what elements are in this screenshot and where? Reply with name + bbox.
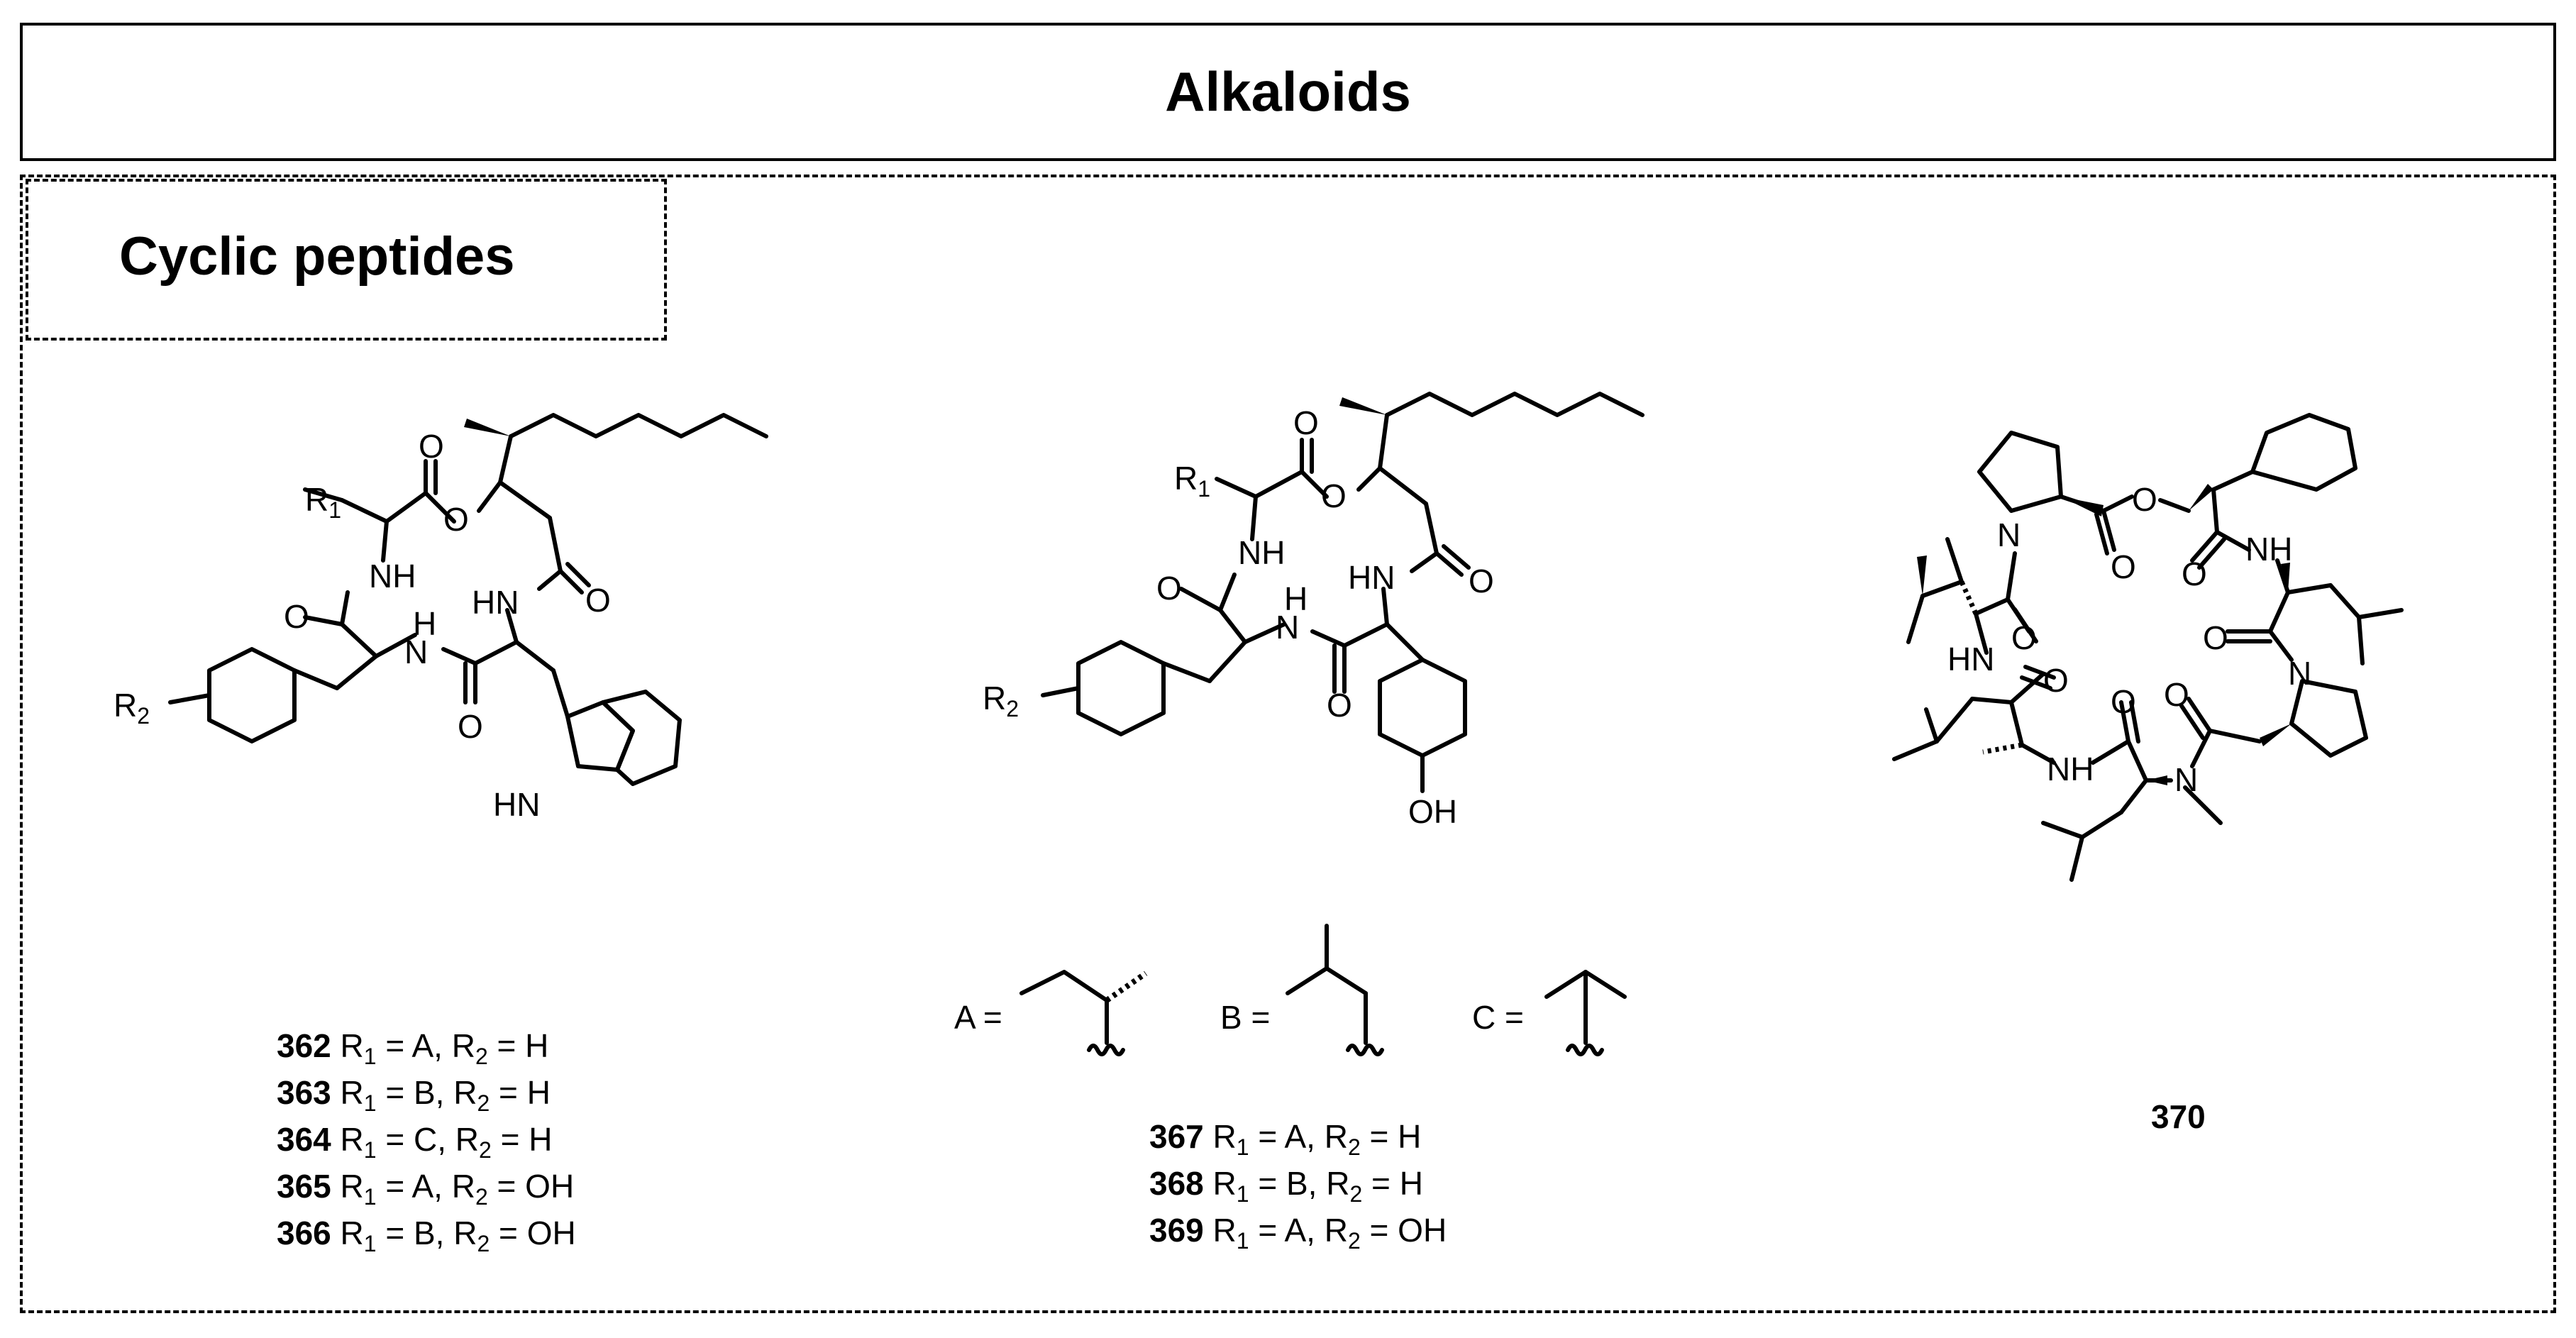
atom-r2-left: R2 (114, 687, 150, 729)
atom-nh-left-1: NH (369, 558, 416, 595)
compound-line-368: 368 R1 = B, R2 = H (1149, 1165, 1423, 1207)
page-title: Alkaloids (1165, 60, 1411, 123)
compound-list-left: 362 R1 = A, R2 = H 363 R1 = B, R2 = H 364 … (277, 1027, 576, 1256)
atom-r2-mid: R2 (983, 680, 1019, 721)
atom-h-mid: H (1284, 580, 1308, 617)
atom-o-ester-left: O (443, 501, 469, 538)
section-box: Cyclic peptides (26, 179, 667, 341)
atom-o-370-c: O (2164, 676, 2189, 713)
heptyl-chain (509, 413, 768, 438)
atom-r1-mid: R1 (1174, 460, 1210, 502)
atom-o-trp-left: O (458, 708, 483, 745)
compound-list-middle: 367 R1 = A, R2 = H 368 R1 = B, R2 = H 369 … (1149, 1118, 1447, 1254)
label-A: A = (954, 999, 1002, 1036)
atom-o-370-e: O (2043, 662, 2069, 699)
atom-n-methyl: N (2174, 761, 2198, 798)
substituent-A (1019, 970, 1148, 1056)
compound-line-365: 365 R1 = A, R2 = OH (277, 1168, 574, 1210)
atom-o-amide-left: O (585, 582, 611, 619)
substituent-B (1286, 924, 1384, 1056)
atom-hn-indole: HN (493, 786, 540, 823)
atom-n-left: N (404, 634, 428, 670)
atom-hn-mid: HN (1348, 559, 1395, 596)
atom-o-370-b: O (2203, 619, 2228, 656)
atom-o-carbonyl-left: O (419, 428, 444, 465)
atom-h-left: H (413, 605, 436, 642)
atom-o-pro1: O (2111, 548, 2136, 585)
atom-o-carbonyl-mid: O (1293, 404, 1319, 441)
compound-line-363: 363 R1 = B, R2 = H (277, 1074, 551, 1116)
atom-o-370-a: O (2182, 555, 2207, 592)
compound-line-369: 369 R1 = A, R2 = OH (1149, 1212, 1447, 1254)
atom-n-pro2: N (2288, 655, 2311, 692)
atom-hn-left: HN (472, 584, 519, 621)
compound-line-364: 364 R1 = C, R2 = H (277, 1121, 552, 1163)
content-frame (20, 175, 2556, 1313)
compound-label-370: 370 (2151, 1098, 2206, 1135)
atom-o-phe-mid: O (1156, 570, 1182, 607)
label-C: C = (1472, 999, 1524, 1036)
compound-id-370: 370 (2151, 1098, 2206, 1135)
compound-line-362: 362 R1 = A, R2 = H (277, 1027, 548, 1069)
atom-n-pro1: N (1997, 516, 2021, 553)
atom-o-ester-370: O (2132, 481, 2157, 518)
atom-o-tyr-mid: O (1327, 687, 1352, 724)
structure-370 (1892, 413, 2404, 882)
atom-oh-mid: OH (1408, 793, 1457, 830)
atom-o-370-f: O (2011, 619, 2037, 656)
structure-362-366 (168, 413, 768, 786)
atom-n-mid: N (1276, 609, 1299, 646)
atom-o-ester-mid: O (1321, 477, 1347, 514)
atom-r1-left: R1 (305, 481, 341, 523)
structure-367-369 (1041, 392, 1644, 793)
atom-o-phe-left: O (284, 598, 309, 635)
section-title: Cyclic peptides (119, 226, 515, 287)
atom-hn-370: HN (1947, 641, 1994, 678)
label-B: B = (1220, 999, 1270, 1036)
compound-line-367: 367 R1 = A, R2 = H (1149, 1118, 1421, 1160)
atom-o-370-d: O (2111, 683, 2136, 720)
compound-line-366: 366 R1 = B, R2 = OH (277, 1215, 576, 1256)
methyl-wedge (464, 419, 511, 436)
substituent-C (1544, 970, 1627, 1056)
atom-nh-370-b: NH (2047, 751, 2094, 787)
atom-o-amide-mid: O (1469, 563, 1494, 599)
heptyl-chain-mid (1385, 392, 1644, 417)
header-box: Alkaloids (20, 23, 2556, 161)
atom-nh-370-a: NH (2245, 531, 2292, 568)
atom-nh-mid: NH (1238, 534, 1285, 571)
